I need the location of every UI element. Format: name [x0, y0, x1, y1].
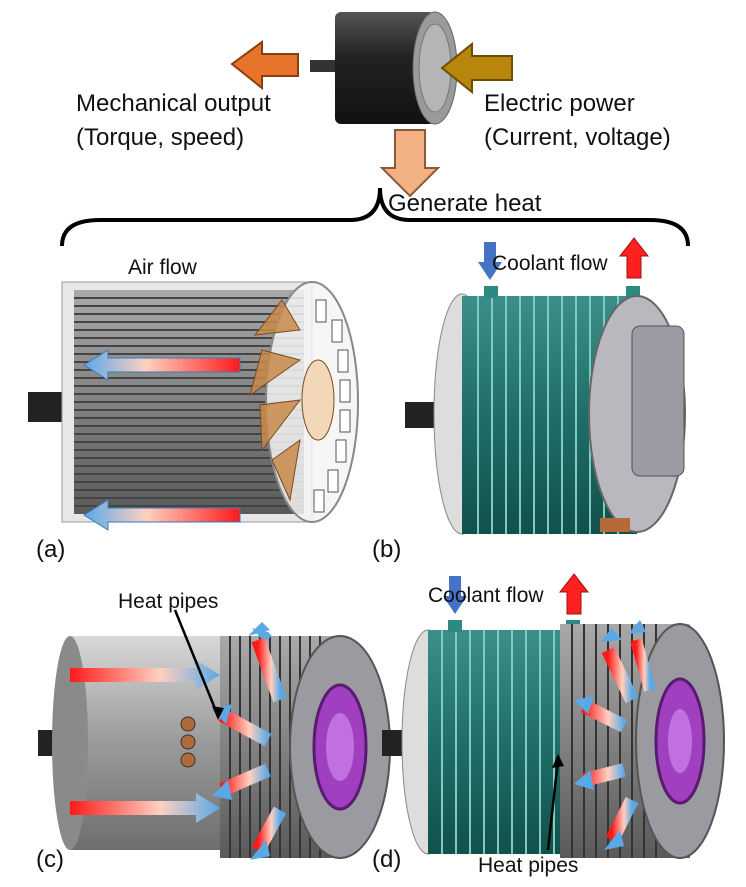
panel-a-caption: Air flow: [128, 256, 197, 279]
coolant-out-arrow-b: [618, 237, 650, 279]
panel-c-caption: Heat pipes: [118, 590, 219, 613]
panel-b-caption: Coolant flow: [492, 252, 608, 275]
mechanical-output-arrow: [230, 40, 299, 91]
air-arrow-c-top: [70, 660, 220, 690]
radial-arrows-c: [212, 622, 287, 860]
panel-a-tag: (a): [36, 536, 66, 563]
heat-pipes-pointer-c: [173, 609, 220, 717]
panel-c-tag: (c): [36, 846, 64, 873]
top-motor: [310, 11, 458, 125]
panel-d-subcaption: Heat pipes: [478, 854, 579, 877]
mechanical-output-label: Mechanical output: [76, 90, 271, 117]
fan-slots: [313, 299, 351, 513]
panel-d-motor: [382, 620, 725, 859]
air-arrow-top: [83, 349, 241, 381]
coolant-in-arrow-b: [478, 242, 502, 280]
radial-arrows-d: [574, 620, 656, 850]
panel-a-motor: [28, 281, 359, 523]
heat-pipes-pointer-d: [546, 759, 560, 851]
electric-power-sublabel: (Current, voltage): [484, 124, 671, 151]
coolant-out-arrow-d: [558, 573, 590, 615]
shaft: [28, 392, 68, 422]
panel-d-tag: (d): [372, 846, 402, 873]
motor-shaft: [310, 60, 340, 72]
coolant-jacket-d: [428, 630, 578, 854]
heat-arrow: [379, 129, 441, 198]
coolant-in-arrow-d: [443, 576, 467, 614]
panel-b-tag: (b): [372, 536, 402, 563]
electric-power-label: Electric power: [484, 90, 635, 117]
panel-b-motor: [405, 286, 686, 535]
generate-heat-label: Generate heat: [388, 190, 542, 217]
electric-power-arrow: [440, 41, 513, 95]
air-arrow-c-bottom: [70, 793, 220, 823]
mechanical-output-sublabel: (Torque, speed): [76, 124, 245, 151]
fan: [249, 299, 302, 502]
air-arrow-bottom: [83, 499, 241, 531]
motor-body: [335, 12, 435, 124]
panel-d-caption: Coolant flow: [428, 584, 544, 607]
heat-brace: [60, 187, 690, 247]
